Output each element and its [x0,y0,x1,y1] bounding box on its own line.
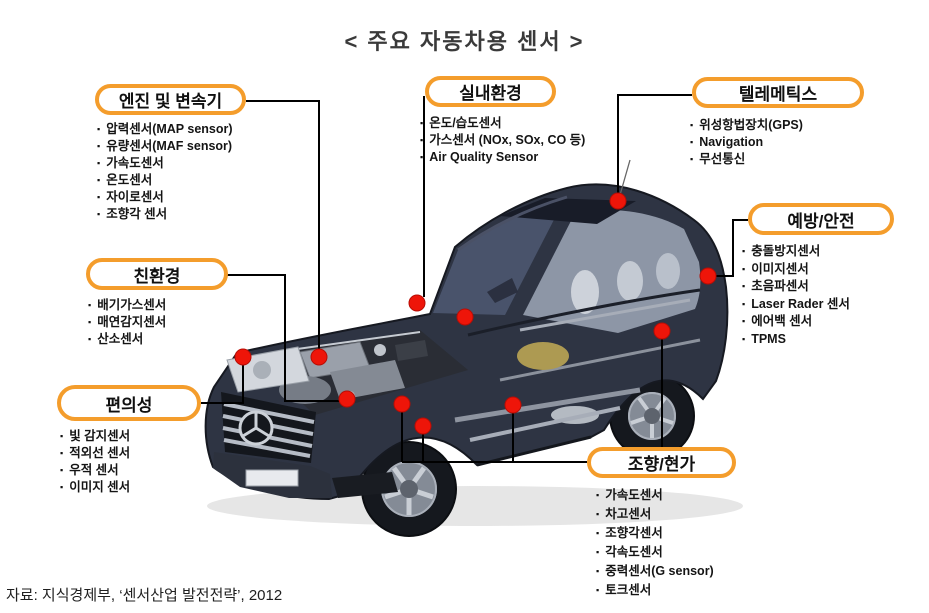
sunroof [500,198,636,224]
sensor-dot-chassis-center [504,396,522,414]
sensor-dot-dashboard [408,294,426,312]
sensor-list-eco-friendly: 배기가스센서 매연감지센서 산소센서 [88,297,166,348]
sensor-item: 에어백 센서 [742,313,850,331]
sensor-dot-engine-lower [338,390,356,408]
sensor-item: TPMS [742,331,850,349]
category-badge-convenience: 편의성 [57,385,201,421]
category-badge-telematics: 텔레메틱스 [692,77,864,108]
sensor-item: 적외선 센서 [60,445,130,462]
sensor-dot-engine-top [310,348,328,366]
connector-steering-suspension [401,334,663,463]
sensor-list-steering-suspension: 가속도센서 차고센서 조향각센서 각속도센서 중력센서(G sensor) 토크… [596,486,714,600]
license-plate [245,469,299,487]
sensor-dot-steering-wheel [456,308,474,326]
sensor-item: 유량센서(MAF sensor) [97,138,233,155]
connector-convenience [201,364,244,404]
sensor-item: 압력센서(MAP sensor) [97,121,232,138]
sensor-item: 토크센서 [596,581,714,600]
sensor-dot-hood-front [234,348,252,366]
category-badge-engine-transmission: 엔진 및 변속기 [95,84,246,115]
category-label: 엔진 및 변속기 [118,92,223,111]
category-label: 조향/현가 [627,455,696,474]
sensor-item: Navigation [690,134,803,151]
sensor-dot-rear-suspension [653,322,671,340]
sensor-item: 매연감지센서 [88,314,166,331]
category-badge-steering-suspension: 조향/현가 [587,447,736,478]
connector-eco-friendly [227,274,340,402]
sensor-item: 이미지센서 [742,261,850,279]
sensor-item: 중력센서(G sensor) [596,562,714,581]
sensor-item: 이미지 센서 [60,479,130,496]
sensor-item: Air Quality Sensor [420,149,585,166]
sensor-dot-transmission [393,395,411,413]
side-mirror [487,278,518,303]
interior-seats [499,253,701,382]
front-wheel [361,441,457,537]
page-title: < 주요 자동차용 센서 > [344,29,585,54]
roof-rail [457,195,568,252]
sensor-item: 조향각센서 [596,524,714,543]
sensor-list-telematics: 위성항법장치(GPS) Navigation 무선통신 [690,117,803,168]
sensor-item: 무선통신 [690,151,803,168]
category-label: 친환경 [133,266,181,286]
sensor-item: 산소센서 [88,331,166,348]
sensor-dot-roof [609,192,627,210]
sensor-item: 온도/습도센서 [420,115,585,132]
category-badge-eco-friendly: 친환경 [86,258,228,290]
category-badge-cabin-environment: 실내환경 [425,76,556,107]
front-end [213,346,398,498]
sensor-item: 조향각 센서 [97,206,233,223]
sensor-list-convenience: 빛 감지센서 적외선 센서 우적 센서 이미지 센서 [60,428,130,496]
category-label: 편의성 [105,395,153,415]
sensor-item: 빛 감지센서 [60,428,130,445]
sensor-item: 초음파센서 [742,278,850,296]
sensor-item: 자이로센서 [97,189,233,206]
car-illustration [204,159,743,537]
sensor-item: 가속도센서 [97,155,233,172]
connector-prevention-safety [715,219,748,277]
sensor-item: 위성항법장치(GPS) [690,117,803,134]
sensor-dot-rear-quarter [699,267,717,285]
sensor-list-cabin-environment: 온도/습도센서 가스센서 (NOx, SOx, CO 등) Air Qualit… [420,115,585,166]
source-citation: 자료: 지식경제부, ‘센서산업 발전전략’, 2012 [6,587,283,604]
sensor-item: 각속도센서 [596,543,714,562]
sensor-dots [234,192,717,435]
sensor-item: 온도센서 [97,172,233,189]
windshield [433,206,560,315]
beltline [467,288,701,337]
connector-telematics [617,94,692,194]
category-label: 텔레메틱스 [738,85,818,104]
category-label: 예방/안전 [787,211,855,231]
side-windows [523,210,701,333]
connector-engine-transmission [246,100,320,351]
sensor-item: 충돌방지센서 [742,243,850,261]
sensor-item: 차고센서 [596,505,714,524]
sensor-list-engine-transmission: 압력센서(MAP sensor) 유량센서(MAF sensor) 가속도센서 … [97,121,233,223]
category-label: 실내환경 [459,84,522,103]
underbody [454,342,641,467]
sensor-list-prevention-safety: 충돌방지센서 이미지센서 초음파센서 Laser Rader 센서 에어백 센서… [742,243,850,348]
sensor-item: 가속도센서 [596,486,714,505]
sensor-dot-front-wheel [414,417,432,435]
category-badge-prevention-safety: 예방/안전 [748,203,894,235]
sensor-item: 가스센서 (NOx, SOx, CO 등) [420,132,585,149]
sensor-item: 배기가스센서 [88,297,166,314]
sensor-item: Laser Rader 센서 [742,296,850,314]
sensor-item: 우적 센서 [60,462,130,479]
